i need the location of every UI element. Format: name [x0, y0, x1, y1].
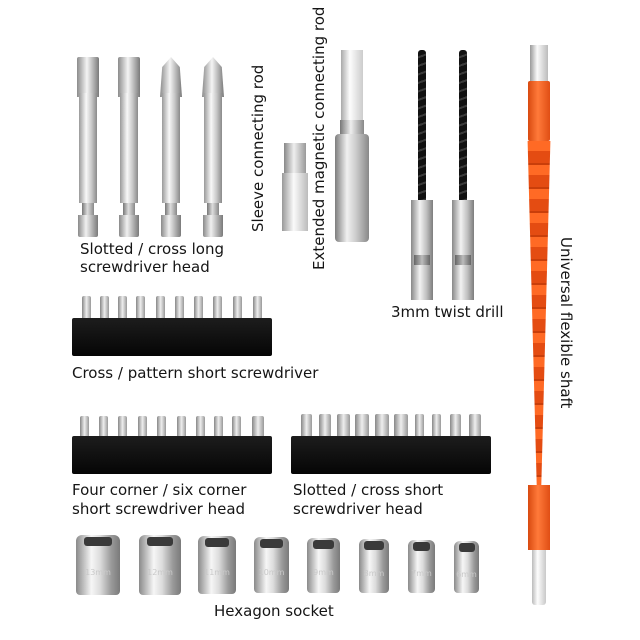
slotted-short-label-line2: screwdriver head: [293, 500, 423, 518]
cross-short-tray-group: [72, 296, 272, 358]
long-bits-label-line2: screwdriver head: [80, 258, 210, 276]
sleeve-connecting-rod: [282, 143, 308, 231]
hex-socket: 11mm: [198, 536, 236, 594]
long-bits-label-line1: Slotted / cross long: [80, 240, 225, 258]
corner-short-label-line1: Four corner / six corner: [72, 481, 247, 499]
slotted-short-tray: [291, 436, 491, 474]
extended-magnetic-connecting-rod: [335, 50, 369, 242]
cross-short-label: Cross / pattern short screwdriver: [72, 364, 319, 382]
corner-short-tray: [72, 436, 272, 474]
slotted-short-label-line1: Slotted / cross short: [293, 481, 444, 499]
hex-socket: 8mm: [359, 539, 389, 593]
sleeve-rod-label: Sleeve connecting rod: [249, 64, 267, 232]
hex-socket: 12mm: [139, 535, 181, 595]
flexible-shaft-label: Universal flexible shaft: [557, 237, 575, 409]
corner-short-tray-group: [72, 414, 272, 476]
hex-socket-label: Hexagon socket: [214, 602, 334, 620]
universal-flexible-shaft: [526, 45, 552, 610]
cross-short-tray: [72, 318, 272, 356]
hex-socket: 6mm: [454, 541, 479, 593]
hex-socket: 10mm: [254, 537, 289, 593]
extended-rod-label: Extended magnetic connecting rod: [310, 6, 328, 270]
twist-drill-label: 3mm twist drill: [391, 303, 504, 321]
hex-socket: 13mm: [76, 535, 120, 595]
slotted-short-tray-group: [291, 414, 491, 476]
corner-short-label-line2: short screwdriver head: [72, 500, 246, 518]
hex-socket: 9mm: [307, 538, 340, 593]
hex-socket: 7mm: [408, 540, 435, 593]
